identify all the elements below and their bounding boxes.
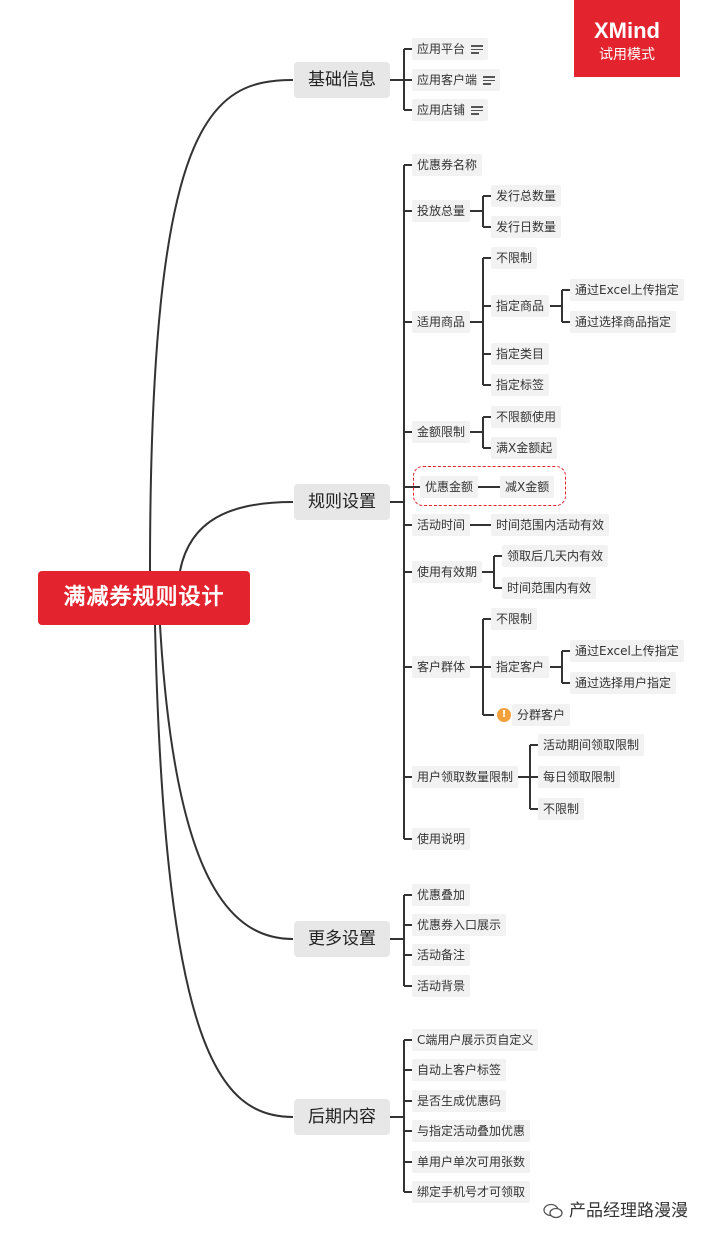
badge-title: XMind (594, 18, 660, 43)
watermark: 产品经理路漫漫 (543, 1196, 688, 1221)
rule-issue-total[interactable]: 投放总量 (412, 200, 471, 222)
later-item-promo-code[interactable]: 是否生成优惠码 (412, 1090, 507, 1112)
rule-activity-time[interactable]: 活动时间 (412, 514, 471, 536)
activity-time-range[interactable]: 时间范围内活动有效 (491, 514, 610, 536)
branch-later-content[interactable]: 后期内容 (294, 1099, 390, 1135)
later-item-stack-activity[interactable]: 与指定活动叠加优惠 (412, 1120, 531, 1142)
more-item-stacking[interactable]: 优惠叠加 (412, 884, 471, 906)
rule-coupon-name[interactable]: 优惠券名称 (412, 154, 483, 176)
note-lines-icon (471, 43, 484, 56)
discount-minus-x[interactable]: 减X金额 (500, 476, 555, 498)
claim-daily-limit[interactable]: 每日领取限制 (538, 766, 621, 788)
exclamation-icon: ! (497, 708, 511, 722)
goods-tag[interactable]: 指定标签 (491, 374, 550, 396)
more-item-background[interactable]: 活动背景 (412, 975, 471, 997)
later-item-phone-binding[interactable]: 绑定手机号才可领取 (412, 1181, 531, 1203)
customer-select-user[interactable]: 通过选择用户指定 (570, 672, 677, 694)
issue-daily-count[interactable]: 发行日数量 (491, 216, 562, 238)
basic-item-store[interactable]: 应用店铺 (412, 99, 489, 121)
goods-no-limit[interactable]: 不限制 (491, 247, 538, 269)
rule-instructions[interactable]: 使用说明 (412, 828, 471, 850)
more-item-remark[interactable]: 活动备注 (412, 944, 471, 966)
goods-specified[interactable]: 指定商品 (491, 295, 550, 317)
badge-subtitle: 试用模式 (599, 47, 655, 63)
branch-basic-info[interactable]: 基础信息 (294, 62, 390, 98)
rule-discount-amount[interactable]: 优惠金额 (420, 476, 479, 498)
claim-period-limit[interactable]: 活动期间领取限制 (538, 734, 645, 756)
highlight-dashed-frame (413, 466, 566, 506)
branch-rule-settings[interactable]: 规则设置 (294, 484, 390, 520)
goods-select[interactable]: 通过选择商品指定 (570, 311, 677, 333)
basic-item-client[interactable]: 应用客户端 (412, 69, 501, 91)
validity-days-after-claim[interactable]: 领取后几天内有效 (502, 545, 609, 567)
claim-no-limit[interactable]: 不限制 (538, 798, 585, 820)
watermark-text: 产品经理路漫漫 (569, 1201, 688, 1221)
note-lines-icon (483, 74, 496, 87)
basic-item-label: 应用平台 (417, 42, 466, 56)
customer-specified[interactable]: 指定客户 (491, 656, 550, 678)
note-lines-icon (471, 104, 484, 117)
later-item-auto-tag[interactable]: 自动上客户标签 (412, 1059, 507, 1081)
goods-category[interactable]: 指定类目 (491, 343, 550, 365)
basic-item-platform[interactable]: 应用平台 (412, 38, 489, 60)
rule-customer-group[interactable]: 客户群体 (412, 656, 471, 678)
later-item-per-use-count[interactable]: 单用户单次可用张数 (412, 1151, 531, 1173)
basic-item-label: 应用店铺 (417, 103, 466, 117)
rule-claim-limit[interactable]: 用户领取数量限制 (412, 766, 519, 788)
validity-time-range[interactable]: 时间范围内有效 (502, 577, 597, 599)
customer-segment[interactable]: 分群客户 (512, 704, 571, 726)
issue-total-count[interactable]: 发行总数量 (491, 185, 562, 207)
rule-amount-limit[interactable]: 金额限制 (412, 421, 471, 443)
more-item-entry-display[interactable]: 优惠券入口展示 (412, 914, 507, 936)
root-topic[interactable]: 满减券规则设计 (38, 571, 250, 625)
goods-excel-upload[interactable]: 通过Excel上传指定 (570, 279, 684, 301)
customer-no-limit[interactable]: 不限制 (491, 608, 538, 630)
branch-more-settings[interactable]: 更多设置 (294, 921, 390, 957)
amount-min-x[interactable]: 满X金额起 (491, 437, 558, 459)
xmind-trial-badge: XMind 试用模式 (574, 0, 680, 77)
basic-item-label: 应用客户端 (417, 73, 478, 87)
rule-validity[interactable]: 使用有效期 (412, 561, 483, 583)
later-item-custom-page[interactable]: C端用户展示页自定义 (412, 1029, 539, 1051)
rule-applicable-goods[interactable]: 适用商品 (412, 311, 471, 333)
customer-excel-upload[interactable]: 通过Excel上传指定 (570, 640, 684, 662)
amount-no-limit[interactable]: 不限额使用 (491, 406, 562, 428)
wechat-icon (543, 1203, 563, 1219)
